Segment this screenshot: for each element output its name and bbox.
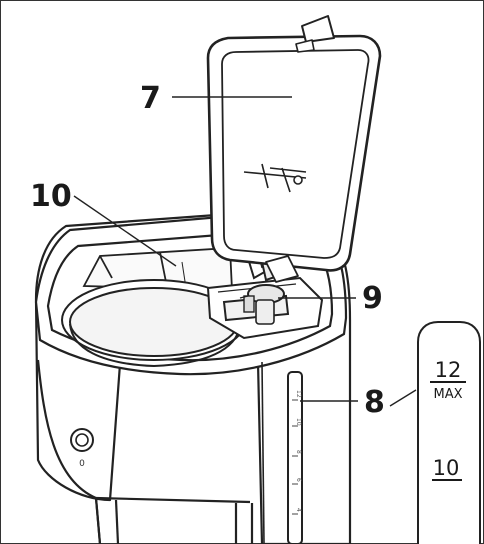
callout-water-tank: 10	[30, 179, 177, 267]
callout-number: 8	[364, 385, 385, 420]
window-scale-label: 8	[295, 450, 302, 454]
water-level-window: 12 10 8 6 4	[287, 371, 303, 544]
body-edge	[261, 361, 265, 544]
leader-line	[73, 195, 177, 267]
inset-max-number: 12	[435, 358, 462, 382]
window-scale-label: 4	[295, 508, 302, 512]
machine-lid	[206, 15, 382, 283]
inset-max-label: MAX	[433, 387, 462, 402]
zoom-inset-scale: 12 MAX 10	[417, 321, 481, 544]
window-scale-label: 12	[295, 390, 302, 398]
callout-number: 9	[362, 281, 383, 316]
filter-holder	[206, 276, 324, 340]
window-scale-label: 6	[295, 478, 302, 482]
window-scale-label: 10	[295, 418, 302, 426]
power-symbol: 0	[79, 459, 85, 469]
filter-basket	[61, 279, 247, 368]
power-button: 0	[70, 428, 94, 469]
leader-line-inset	[389, 389, 417, 407]
callout-lid: 7	[140, 81, 292, 116]
callout-water-window: 8	[300, 385, 417, 420]
inset-ten-number: 10	[433, 456, 460, 480]
callout-number: 10	[30, 179, 72, 214]
callout-number: 7	[140, 81, 161, 116]
callout-filter-holder: 9	[278, 281, 383, 316]
